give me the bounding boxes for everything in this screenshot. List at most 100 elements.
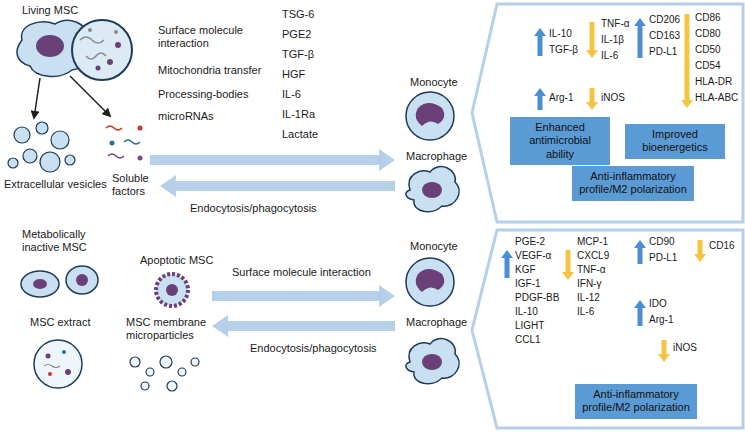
down-arrow (681, 14, 693, 108)
text-label: Lactate (282, 128, 318, 141)
box-text: Enhanced antimicrobial ability (515, 121, 605, 161)
microparticle-icon (141, 382, 149, 390)
down-arrow (562, 250, 574, 280)
microparticle-icon (178, 368, 186, 376)
microparticle-icon (191, 358, 199, 366)
text-label: IDO (649, 298, 667, 310)
text-label: TNF-α (601, 18, 630, 30)
text-label: Extracellular vesicles (4, 178, 107, 191)
text-label: HLA-DR (695, 76, 732, 88)
down-arrow (586, 22, 598, 58)
down-arrow (694, 240, 706, 262)
text-label: Processing-bodies (158, 88, 249, 101)
text-label: IL-12 (577, 292, 600, 304)
text-label: IGF-1 (515, 278, 541, 290)
text-label: MSC membrane microparticles (126, 316, 211, 342)
msc-extract-icon (46, 354, 51, 359)
living-msc-icon (115, 42, 121, 48)
text-label: TNF-α (577, 264, 606, 276)
text-label: Arg-1 (649, 314, 673, 326)
text-label: Arg-1 (549, 92, 573, 104)
text-label: LIGHT (515, 320, 544, 332)
living-msc-icon (36, 35, 64, 57)
text-label: Endocytosis/phagocytosis (190, 202, 317, 215)
text-label: PD-L1 (649, 252, 677, 264)
box-text: Anti-inflammatory profile/M2 polarizatio… (577, 170, 689, 196)
living-msc-icon (86, 53, 106, 59)
text-label: PGE-2 (515, 236, 545, 248)
down-arrow (586, 88, 598, 110)
apoptotic-msc-icon (156, 274, 188, 306)
text-label: HLA-ABC (695, 92, 738, 104)
text-label: PDGF-BB (515, 292, 559, 304)
text-label: IL-6 (282, 88, 301, 101)
living-msc-icon (96, 66, 101, 71)
text-label: microRNAs (158, 110, 214, 123)
text-label: Surface molecule interaction (232, 266, 371, 279)
text-label: PD-L1 (649, 46, 677, 58)
living-msc-icon (88, 28, 92, 32)
text-label: VEGF-α (515, 250, 551, 262)
text-label: KGF (515, 264, 536, 276)
text-label: IL-1Ra (282, 108, 315, 121)
release-arrow (34, 76, 110, 118)
text-label: CD80 (695, 28, 721, 40)
text-label: HGF (282, 68, 305, 81)
down-arrow (658, 340, 670, 362)
apoptotic-msc-icon (166, 284, 178, 296)
text-label: iNOS (673, 342, 697, 354)
msc-extract-icon (48, 372, 52, 376)
soluble-factor-icon (110, 141, 115, 146)
soluble-factor-icon (138, 156, 143, 161)
text-label: CD86 (695, 12, 721, 24)
msc-extract-icon (34, 340, 82, 388)
text-label: Macrophage (406, 316, 467, 329)
vesicle-icon (36, 122, 48, 134)
release-arrow (70, 76, 110, 116)
panel-outline (472, 4, 743, 428)
microparticle-icon (167, 381, 177, 391)
microparticle-icon (146, 368, 154, 376)
text-label: CD50 (695, 44, 721, 56)
text-label: IL-1β (601, 34, 624, 46)
microparticle-icon (160, 356, 172, 368)
up-arrow (534, 28, 546, 56)
vesicle-icon (65, 155, 75, 165)
monocyte-icon (406, 92, 454, 140)
up-arrow (634, 18, 646, 58)
up-arrow (634, 300, 646, 326)
text-label: IL-10 (515, 306, 538, 318)
microparticle-icon (130, 356, 199, 391)
text-label: Soluble factors (112, 172, 172, 198)
text-label: IL-6 (601, 50, 618, 62)
msc-extract-icon (65, 369, 71, 375)
text-label: TSG-6 (282, 8, 314, 21)
text-label: Endocytosis/phagocytosis (250, 342, 377, 355)
soluble-factor-icon (124, 140, 140, 144)
living-msc-icon (72, 20, 132, 80)
monocyte-icon (406, 258, 454, 306)
up-arrow (634, 240, 646, 264)
box-text: Anti-inflammatory profile/M2 polarizatio… (580, 388, 692, 414)
release-arrow (34, 78, 40, 118)
macrophage-icon (406, 167, 459, 212)
text-label: IL-10 (549, 28, 572, 40)
process-box: Anti-inflammatory profile/M2 polarizatio… (572, 166, 694, 201)
text-label: CXCL9 (577, 250, 609, 262)
msc-extract-icon (62, 350, 66, 354)
process-box: Enhanced antimicrobial ability (510, 117, 610, 165)
living-msc-icon (80, 37, 104, 43)
panel-outline (472, 230, 743, 428)
text-label: CD54 (695, 60, 721, 72)
up-arrow (501, 250, 513, 278)
panel-outline (472, 4, 743, 222)
arrow-symbol (150, 14, 706, 362)
vesicle-icon (23, 149, 37, 163)
vesicle-icon (8, 158, 18, 168)
text-label: iNOS (601, 92, 625, 104)
vesicle-icon (51, 131, 69, 149)
text-label: CD90 (649, 236, 675, 248)
msc-extract-icon (34, 340, 82, 388)
living-msc-icon (114, 30, 118, 34)
flow-arrow (212, 285, 395, 307)
